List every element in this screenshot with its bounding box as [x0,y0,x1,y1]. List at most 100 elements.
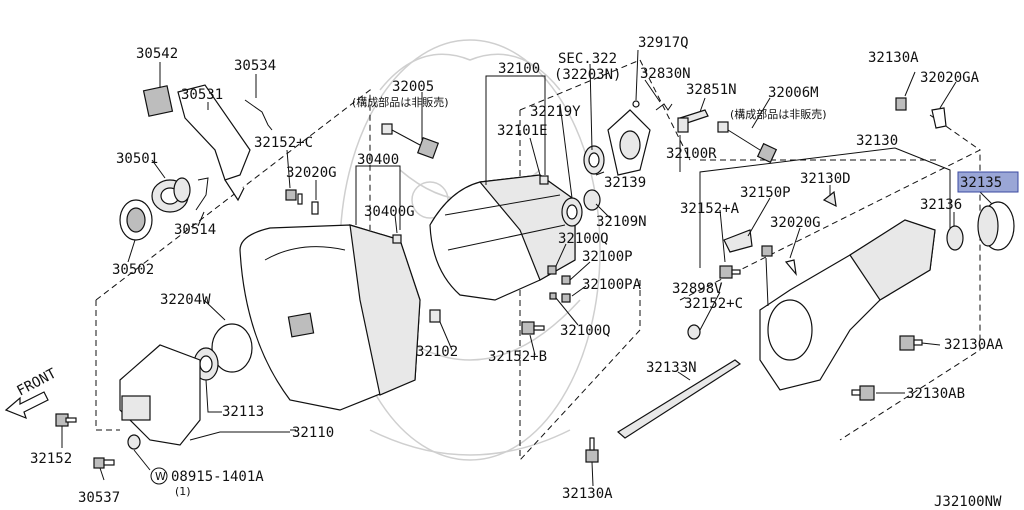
pin-32102 [429,309,441,323]
label-32100R[interactable]: 32100R [666,146,717,162]
label-32203N[interactable]: (32203N) [554,67,621,83]
bolt-32152A [719,265,741,279]
dowel-30400G [392,234,402,244]
bolt-32100Q-top [547,265,557,275]
pilot-bearing-30502 [119,199,153,241]
bolt-32100P [561,275,571,285]
label-32109N[interactable]: 32109N [596,214,647,230]
release-fork-30531 [177,84,251,202]
label-32130A-bottom[interactable]: 32130A [562,486,613,502]
clip-30514 [195,177,209,211]
label-32152C-left[interactable]: 32152+C [254,135,313,151]
label-32152A[interactable]: 32152+A [680,201,740,217]
label-32101E[interactable]: 32101E [497,123,548,139]
seal-32109N [583,189,601,211]
label-32130A-top[interactable]: 32130A [868,50,919,66]
release-bearing-30501 [151,177,191,213]
highlight-box-32135 [957,171,1019,193]
bolt-32130A-top [895,97,907,111]
label-32204W[interactable]: 32204W [160,292,211,308]
label-32133N[interactable]: 32133N [646,360,697,376]
label-30542[interactable]: 30542 [136,46,178,62]
label-30534[interactable]: 30534 [234,58,276,74]
label-32135[interactable]: 32135 [960,175,1002,191]
spring-32830N [655,103,673,111]
rod-32133N [616,359,742,439]
label-32006M[interactable]: 32006M [768,85,819,101]
bracket-32020G-right [784,259,797,277]
label-32136[interactable]: 32136 [920,197,962,213]
plug-32917Q [632,100,640,108]
washer-08915 [127,434,141,450]
label-sec322[interactable]: SEC.322 [558,51,617,67]
label-32152[interactable]: 32152 [30,451,72,467]
bolt-32152C-left [285,189,303,205]
bolt-32130AA [899,335,923,351]
plug-32130D [822,190,837,208]
label-32005[interactable]: 32005 [392,79,434,95]
label-32006M-note: (構成部品は非販売) [730,107,827,121]
label-32830N[interactable]: 32830N [640,66,691,82]
front-arrow-icon [4,391,49,420]
spacer-32898V [687,324,701,340]
transmission-case-32100 [429,174,576,301]
label-30514[interactable]: 30514 [174,222,216,238]
label-32130AA[interactable]: 32130AA [944,337,1004,353]
bolt-32130AB [851,385,875,401]
label-30400[interactable]: 30400 [357,152,399,168]
label-30400G[interactable]: 30400G [364,204,415,220]
label-32219Y[interactable]: 32219Y [530,104,581,120]
label-32130[interactable]: 32130 [856,133,898,149]
label-32130D[interactable]: 32130D [800,171,851,187]
label-32020GA[interactable]: 32020GA [920,70,980,86]
label-30501[interactable]: 30501 [116,151,158,167]
part-labels: 30542 30534 30531 32005 (構成部品は非販売) 32100… [14,35,1003,510]
label-32005-note: (構成部品は非販売) [352,95,449,109]
bolt-32152B [521,321,545,335]
seal-32135 [977,201,1015,251]
bracket-32020GA [931,107,947,129]
extension-housing-32130 [759,219,936,391]
label-32152B[interactable]: 32152+B [488,349,547,365]
o-ring-32204W [211,323,253,373]
label-08915-qty: (1) [175,485,191,498]
label-32130AB[interactable]: 32130AB [906,386,965,402]
clutch-housing-30400 [239,224,421,411]
bolt-32100Q-bottom [549,292,557,300]
bracket-32020G-left [311,201,319,215]
bushing-32136 [946,225,964,251]
front-cover-32110 [119,344,201,446]
label-32100Q-top[interactable]: 32100Q [558,231,609,247]
adapter-sec322 [607,109,651,176]
label-32917Q[interactable]: 32917Q [638,35,689,51]
washer-symbol-icon [150,467,168,485]
label-30502[interactable]: 30502 [112,262,154,278]
label-32100PA[interactable]: 32100PA [582,277,642,293]
label-32102[interactable]: 32102 [416,344,458,360]
plug-32101E [539,175,549,185]
label-32020G-right[interactable]: 32020G [770,215,821,231]
bolt-30537 [93,457,115,469]
label-08915[interactable]: 08915-1401A [171,469,264,485]
seal-32139 [583,145,605,175]
label-08915-w: W [155,470,166,483]
label-32113[interactable]: 32113 [222,404,264,420]
label-32100Q-bottom[interactable]: 32100Q [560,323,611,339]
label-32100[interactable]: 32100 [498,61,540,77]
label-30537[interactable]: 30537 [78,490,120,506]
label-32020G-left[interactable]: 32020G [286,165,337,181]
label-32150P[interactable]: 32150P [740,185,791,201]
label-30531[interactable]: 30531 [181,87,223,103]
sensor-32005 [381,123,440,160]
label-32152C-right[interactable]: 32152+C [684,296,743,312]
label-32898V[interactable]: 32898V [672,281,723,297]
retainer-spring-30534 [244,99,273,131]
label-32100P[interactable]: 32100P [582,249,633,265]
bracket-32150P [723,229,753,253]
label-32851N[interactable]: 32851N [686,82,737,98]
label-32139[interactable]: 32139 [604,175,646,191]
diagram-code: J32100NW [934,494,1002,510]
label-32110[interactable]: 32110 [292,425,334,441]
